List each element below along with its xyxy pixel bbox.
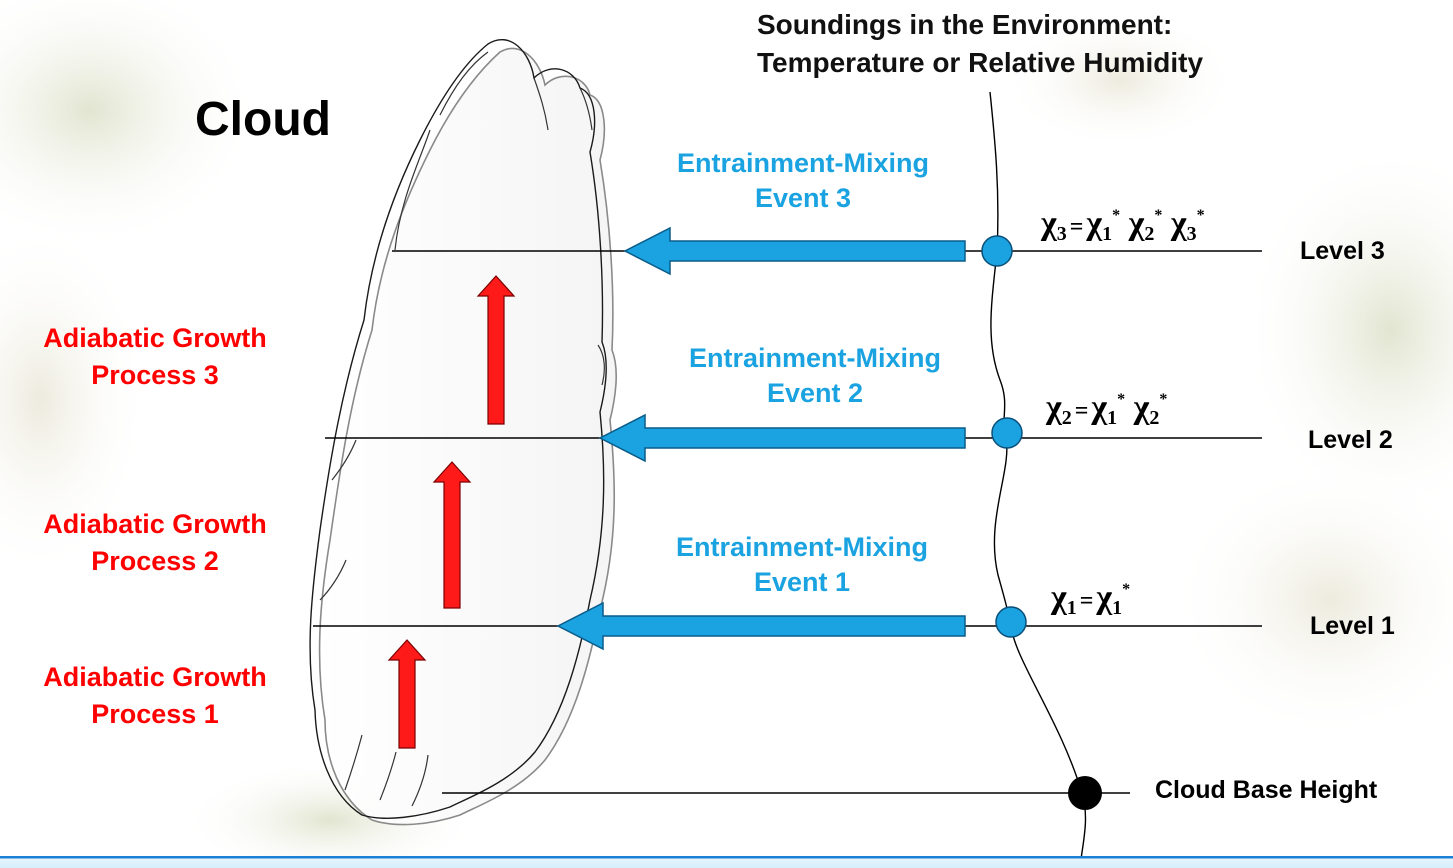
entrainment-arrow-3 bbox=[623, 226, 966, 276]
formula-level-3: χ3=χ1* χ2* χ3* bbox=[1041, 205, 1205, 245]
bottom-band bbox=[0, 856, 1453, 868]
adiabatic-arrow-1 bbox=[387, 639, 427, 749]
level-1-label: Level 1 bbox=[1310, 612, 1395, 640]
process-2-label: Adiabatic Growth Process 2 bbox=[10, 506, 300, 580]
event-3-label: Entrainment-Mixing Event 3 bbox=[633, 146, 973, 216]
level-3-node bbox=[981, 235, 1013, 267]
level-3-label: Level 3 bbox=[1300, 237, 1385, 265]
cloud-base-label: Cloud Base Height bbox=[1155, 776, 1378, 804]
event-1-label: Entrainment-Mixing Event 1 bbox=[632, 530, 972, 600]
entrainment-arrow-1 bbox=[556, 601, 966, 651]
process-2-line-1: Adiabatic Growth bbox=[43, 509, 267, 539]
process-1-line-2: Process 1 bbox=[91, 699, 219, 729]
event-2-line-2: Event 2 bbox=[766, 378, 864, 408]
cloud-outline bbox=[309, 38, 607, 819]
process-3-line-2: Process 3 bbox=[91, 360, 219, 390]
sounding-title-line-2: Temperature or Relative Humidity bbox=[757, 47, 1204, 78]
adiabatic-arrow-2 bbox=[432, 461, 472, 609]
process-1-line-1: Adiabatic Growth bbox=[43, 662, 267, 692]
formula-level-1: χ1=χ1* bbox=[1051, 579, 1131, 619]
sounding-title-line-1: Soundings in the Environment: bbox=[757, 9, 1173, 40]
formula-level-2: χ2=χ1* χ2* bbox=[1046, 389, 1168, 429]
event-2-label: Entrainment-Mixing Event 2 bbox=[645, 341, 985, 411]
event-1-line-1: Entrainment-Mixing bbox=[675, 532, 928, 562]
event-2-line-1: Entrainment-Mixing bbox=[688, 343, 941, 373]
event-3-line-2: Event 3 bbox=[754, 183, 852, 213]
process-2-line-2: Process 2 bbox=[91, 546, 219, 576]
process-1-label: Adiabatic Growth Process 1 bbox=[10, 659, 300, 733]
process-3-label: Adiabatic Growth Process 3 bbox=[10, 320, 300, 394]
cloud-base-node bbox=[1068, 776, 1102, 810]
entrainment-arrow-2 bbox=[598, 413, 966, 463]
event-1-line-2: Event 1 bbox=[753, 567, 851, 597]
cloud-outline-shadow bbox=[318, 47, 617, 826]
event-3-line-1: Entrainment-Mixing bbox=[676, 148, 929, 178]
level-2-label: Level 2 bbox=[1308, 426, 1393, 454]
cloud-billows bbox=[319, 51, 605, 807]
adiabatic-arrow-3 bbox=[476, 275, 516, 425]
cloud-title: Cloud bbox=[195, 93, 331, 146]
level-2-node bbox=[991, 417, 1023, 449]
process-3-line-1: Adiabatic Growth bbox=[43, 323, 267, 353]
level-1-node bbox=[995, 606, 1027, 638]
sounding-title: Soundings in the Environment: Temperatur… bbox=[757, 6, 1203, 82]
